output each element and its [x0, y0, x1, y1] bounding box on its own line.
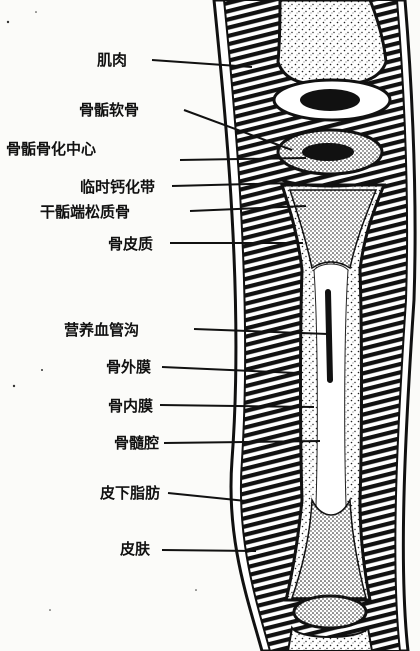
label-metaphyseal-cancellous-bone: 干骺端松质骨 — [40, 203, 130, 221]
ossification-dark-core — [302, 143, 354, 161]
label-provisional-calcification-zone: 临时钙化带 — [80, 178, 155, 196]
label-epiphyseal-ossification-center: 骨骺骨化中心 — [6, 140, 96, 158]
label-epiphyseal-cartilage: 骨骺软骨 — [79, 101, 139, 119]
label-cortical-bone: 骨皮质 — [108, 235, 153, 253]
label-subcutaneous-fat: 皮下脂肪 — [100, 484, 160, 502]
label-periosteum: 骨外膜 — [106, 358, 151, 376]
label-skin: 皮肤 — [120, 540, 150, 558]
label-nutrient-vessel-groove: 营养血管沟 — [64, 321, 139, 339]
nutrient-vessel-groove — [328, 292, 330, 380]
label-muscle: 肌肉 — [97, 51, 127, 69]
label-endosteum: 骨内膜 — [108, 397, 153, 415]
epiphysis-top — [278, 0, 386, 85]
epiphysis-dark-center — [300, 89, 360, 111]
label-medullary-cavity: 骨髓腔 — [114, 434, 159, 452]
epiphysis-bottom — [294, 596, 366, 628]
